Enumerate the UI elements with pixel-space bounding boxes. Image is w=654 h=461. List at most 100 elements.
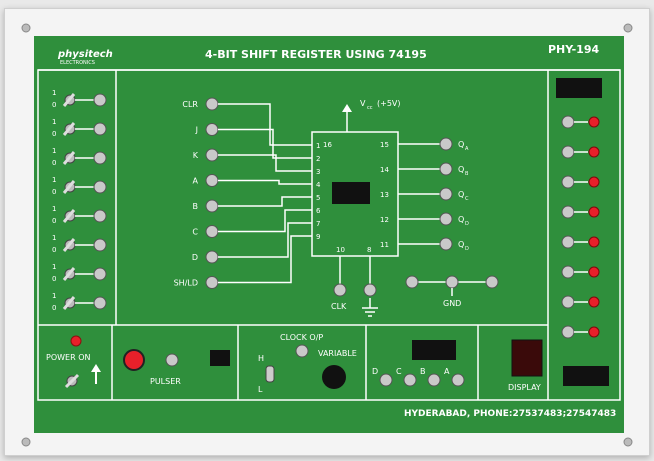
- switch-lo-label: 0: [52, 159, 56, 167]
- seven-segment-display: [511, 339, 543, 377]
- pin-number: 5: [316, 194, 320, 202]
- led-socket[interactable]: [561, 175, 575, 189]
- switch-lo-label: 0: [52, 101, 56, 109]
- red-led: [588, 236, 600, 248]
- output-socket-qa[interactable]: [439, 137, 453, 151]
- trace: [218, 196, 312, 207]
- switch-socket[interactable]: [93, 180, 107, 194]
- vcc-value: (+5V): [377, 99, 401, 108]
- display-label: DISPLAY: [508, 383, 541, 392]
- input-label: K: [193, 151, 199, 160]
- ground-socket[interactable]: [363, 283, 377, 297]
- red-led: [588, 266, 600, 278]
- switch-socket[interactable]: [93, 238, 107, 252]
- bottom-right-chip: [563, 366, 609, 386]
- toggle-lever: [62, 180, 76, 194]
- input-socket-clr[interactable]: [205, 97, 219, 111]
- output-label: Q: [458, 190, 464, 199]
- display-input-d[interactable]: [379, 373, 393, 387]
- output-socket-qc[interactable]: [439, 187, 453, 201]
- toggle-lever: [62, 267, 76, 281]
- pin-number: 3: [316, 168, 320, 176]
- input-socket-a[interactable]: [205, 174, 219, 187]
- switch-socket[interactable]: [93, 122, 107, 136]
- power-label: POWER ON: [46, 353, 90, 362]
- pulser-button[interactable]: [123, 349, 145, 371]
- input-label: SH/LD: [174, 279, 198, 288]
- switch-socket[interactable]: [93, 93, 107, 107]
- switch-socket[interactable]: [93, 209, 107, 223]
- gnd-socket-3[interactable]: [485, 275, 499, 289]
- screw-bottom-right: [623, 437, 633, 447]
- display-input-label: C: [396, 367, 402, 376]
- input-socket-d[interactable]: [205, 250, 219, 264]
- vcc-label: V: [360, 99, 366, 108]
- display-input-b[interactable]: [427, 373, 441, 387]
- gnd-socket-1[interactable]: [405, 275, 419, 289]
- variable-knob[interactable]: [322, 365, 346, 389]
- pin-number: 9: [316, 233, 320, 241]
- toggle-lever: [62, 209, 76, 223]
- screw-top-left: [21, 23, 31, 33]
- pulser-socket[interactable]: [165, 353, 179, 367]
- toggle-lever: [62, 296, 76, 310]
- pulser-chip: [210, 350, 230, 366]
- switch-hi-label: 1: [52, 147, 56, 155]
- red-led: [588, 146, 600, 158]
- input-label: D: [192, 253, 198, 262]
- led-socket[interactable]: [561, 145, 575, 159]
- switch-socket[interactable]: [93, 267, 107, 281]
- trace: [218, 222, 312, 258]
- toggle-lever: [62, 151, 76, 165]
- display-input-label: D: [372, 367, 378, 376]
- switch-socket[interactable]: [93, 151, 107, 165]
- output-socket-qd[interactable]: [439, 237, 453, 251]
- clock-socket[interactable]: [295, 344, 309, 358]
- input-label: CLR: [182, 100, 198, 109]
- led-socket[interactable]: [561, 115, 575, 129]
- switch-hi-label: 1: [52, 234, 56, 242]
- led-socket[interactable]: [561, 205, 575, 219]
- gnd-socket-2[interactable]: [445, 275, 459, 289]
- led-socket[interactable]: [561, 235, 575, 249]
- power-arrow: [91, 364, 101, 372]
- pulser-label: PULSER: [150, 377, 181, 386]
- led-socket[interactable]: [561, 325, 575, 339]
- h-label: H: [258, 354, 264, 363]
- switch-lo-label: 0: [52, 217, 56, 225]
- trace: [218, 128, 312, 159]
- input-socket-j[interactable]: [205, 123, 219, 136]
- red-led: [588, 326, 600, 338]
- switch-socket[interactable]: [93, 296, 107, 310]
- display-input-a[interactable]: [451, 373, 465, 387]
- display-input-c[interactable]: [403, 373, 417, 387]
- display-chip: [412, 340, 456, 360]
- hl-switch[interactable]: [265, 365, 275, 383]
- clk-socket[interactable]: [333, 283, 347, 297]
- switch-lo-label: 0: [52, 130, 56, 138]
- switch-hi-label: 1: [52, 89, 56, 97]
- trace: [218, 154, 312, 172]
- switch-lo-label: 0: [52, 275, 56, 283]
- display-input-label: B: [420, 367, 426, 376]
- model-number: PHY-194: [548, 43, 599, 56]
- switch-hi-label: 1: [52, 118, 56, 126]
- variable-label: VARIABLE: [318, 349, 357, 358]
- logo-subtext: ELECTRONICS: [60, 60, 95, 66]
- input-socket-b[interactable]: [205, 199, 219, 213]
- output-socket-qb[interactable]: [439, 162, 453, 176]
- input-socket-sh-ld[interactable]: [205, 276, 219, 289]
- led-socket[interactable]: [561, 295, 575, 309]
- output-socket-qd[interactable]: [439, 212, 453, 226]
- input-socket-c[interactable]: [205, 225, 219, 238]
- led-socket[interactable]: [561, 265, 575, 279]
- footer-text: HYDERABAD, PHONE:27537483;27547483: [404, 409, 616, 419]
- top-right-chip: [556, 78, 602, 98]
- pin-number: 1: [316, 142, 320, 150]
- input-socket-k[interactable]: [205, 148, 219, 162]
- display-input-label: A: [444, 367, 450, 376]
